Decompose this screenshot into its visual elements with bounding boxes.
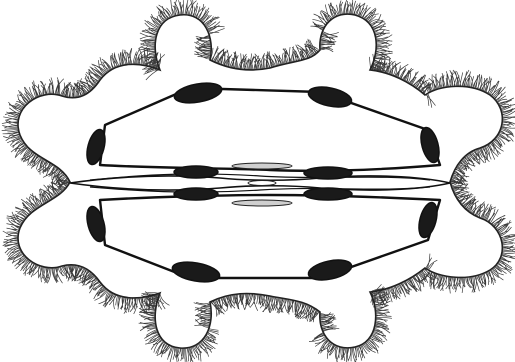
nucleus-band-upper-left (174, 166, 218, 178)
nucleus-band-lower-right (304, 188, 352, 200)
spindle-cell-lower (232, 200, 292, 206)
spindle-cell-center (248, 181, 276, 186)
spindle-cell-upper (232, 163, 292, 169)
nucleus-band-lower-left (174, 188, 218, 200)
nucleus-band-upper-right (304, 167, 352, 179)
